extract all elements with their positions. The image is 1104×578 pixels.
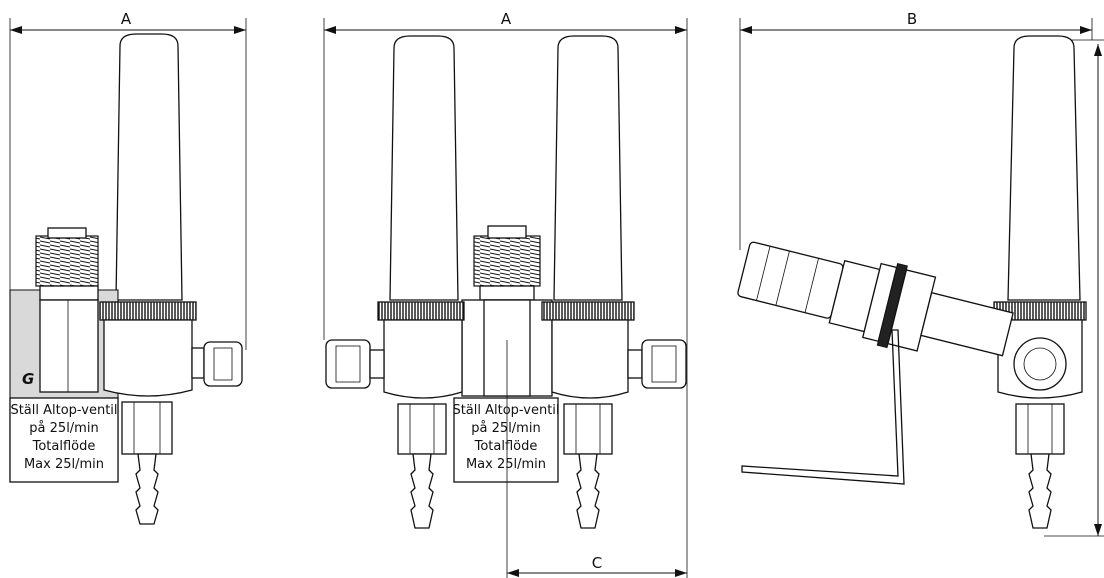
angled-coupling	[737, 241, 1014, 357]
instruction-line-1: Ställ Altop-ventil	[10, 403, 117, 418]
rear-port	[1013, 337, 1067, 391]
dimension-label-c: C	[592, 554, 602, 572]
meter-body-left	[383, 319, 463, 399]
knurled-ring-left	[377, 301, 465, 321]
valve-hex-nut-middle	[479, 285, 535, 301]
view-double-flowmeter: A Ställ Altop-ventil på 25l/min Totalflö…	[323, 10, 688, 578]
side-coupling-nut	[203, 341, 243, 387]
outlet-nut-right	[563, 403, 613, 455]
outlet-nut-left	[397, 403, 447, 455]
dimension-label-b: B	[907, 10, 917, 28]
meter-body-right	[551, 319, 629, 399]
side-stub-right	[627, 349, 643, 379]
side-stub-left	[369, 349, 385, 379]
flow-tube-side	[1007, 35, 1081, 301]
brand-logo-text: G	[22, 370, 34, 388]
hose-barb	[135, 453, 159, 525]
dimension-b: B	[739, 10, 1093, 250]
hose-barb-right	[576, 453, 600, 529]
instruction-middle-line-2: på 25l/min	[471, 421, 540, 436]
outlet-nut	[121, 401, 173, 455]
side-fitting-stub	[191, 347, 205, 379]
view-side-flowmeter: B	[737, 10, 1104, 537]
dimension-label-a: A	[121, 10, 132, 28]
altop-valve-spring	[35, 235, 99, 287]
instruction-plate-middle	[453, 397, 559, 483]
meter-body	[103, 319, 193, 397]
valve-body	[39, 299, 99, 393]
allen-key	[741, 329, 905, 485]
instruction-line-3: Totalflöde	[32, 439, 96, 454]
quick-connector	[737, 241, 844, 319]
instruction-line-4: Max 25l/min	[24, 457, 104, 472]
knurled-ring	[99, 301, 197, 321]
hose-barb-side	[1028, 453, 1052, 529]
valve-hex-nut	[39, 285, 99, 301]
side-coupling-right	[641, 339, 687, 389]
altop-valve-spring-middle	[473, 235, 541, 287]
altop-valve-cap	[47, 227, 87, 239]
view-single-flowmeter: A Ställ Altop-ventil på 25l/min Totalflö…	[9, 10, 247, 525]
instruction-line-2: på 25l/min	[29, 421, 98, 436]
hose-barb-left	[410, 453, 434, 529]
pipe-connection	[920, 291, 1014, 357]
dimension-c: C	[507, 554, 687, 577]
flow-tube	[115, 33, 183, 301]
flow-tube-right	[553, 35, 623, 301]
instruction-plate	[9, 397, 119, 483]
instruction-middle-line-4: Max 25l/min	[466, 457, 546, 472]
dimension-a-left: A	[9, 10, 247, 350]
instruction-middle-line-3: Totalflöde	[474, 439, 538, 454]
instruction-middle-line-1: Ställ Altop-ventil	[452, 403, 559, 418]
altop-valve-cap-middle	[487, 225, 527, 239]
dimension-label-a-middle: A	[501, 10, 512, 28]
knurled-ring-right	[541, 301, 635, 321]
side-coupling-left	[325, 339, 371, 389]
dimension-a-middle: A	[323, 10, 688, 578]
outlet-nut-side	[1015, 403, 1065, 455]
flow-tube-left	[389, 35, 459, 301]
